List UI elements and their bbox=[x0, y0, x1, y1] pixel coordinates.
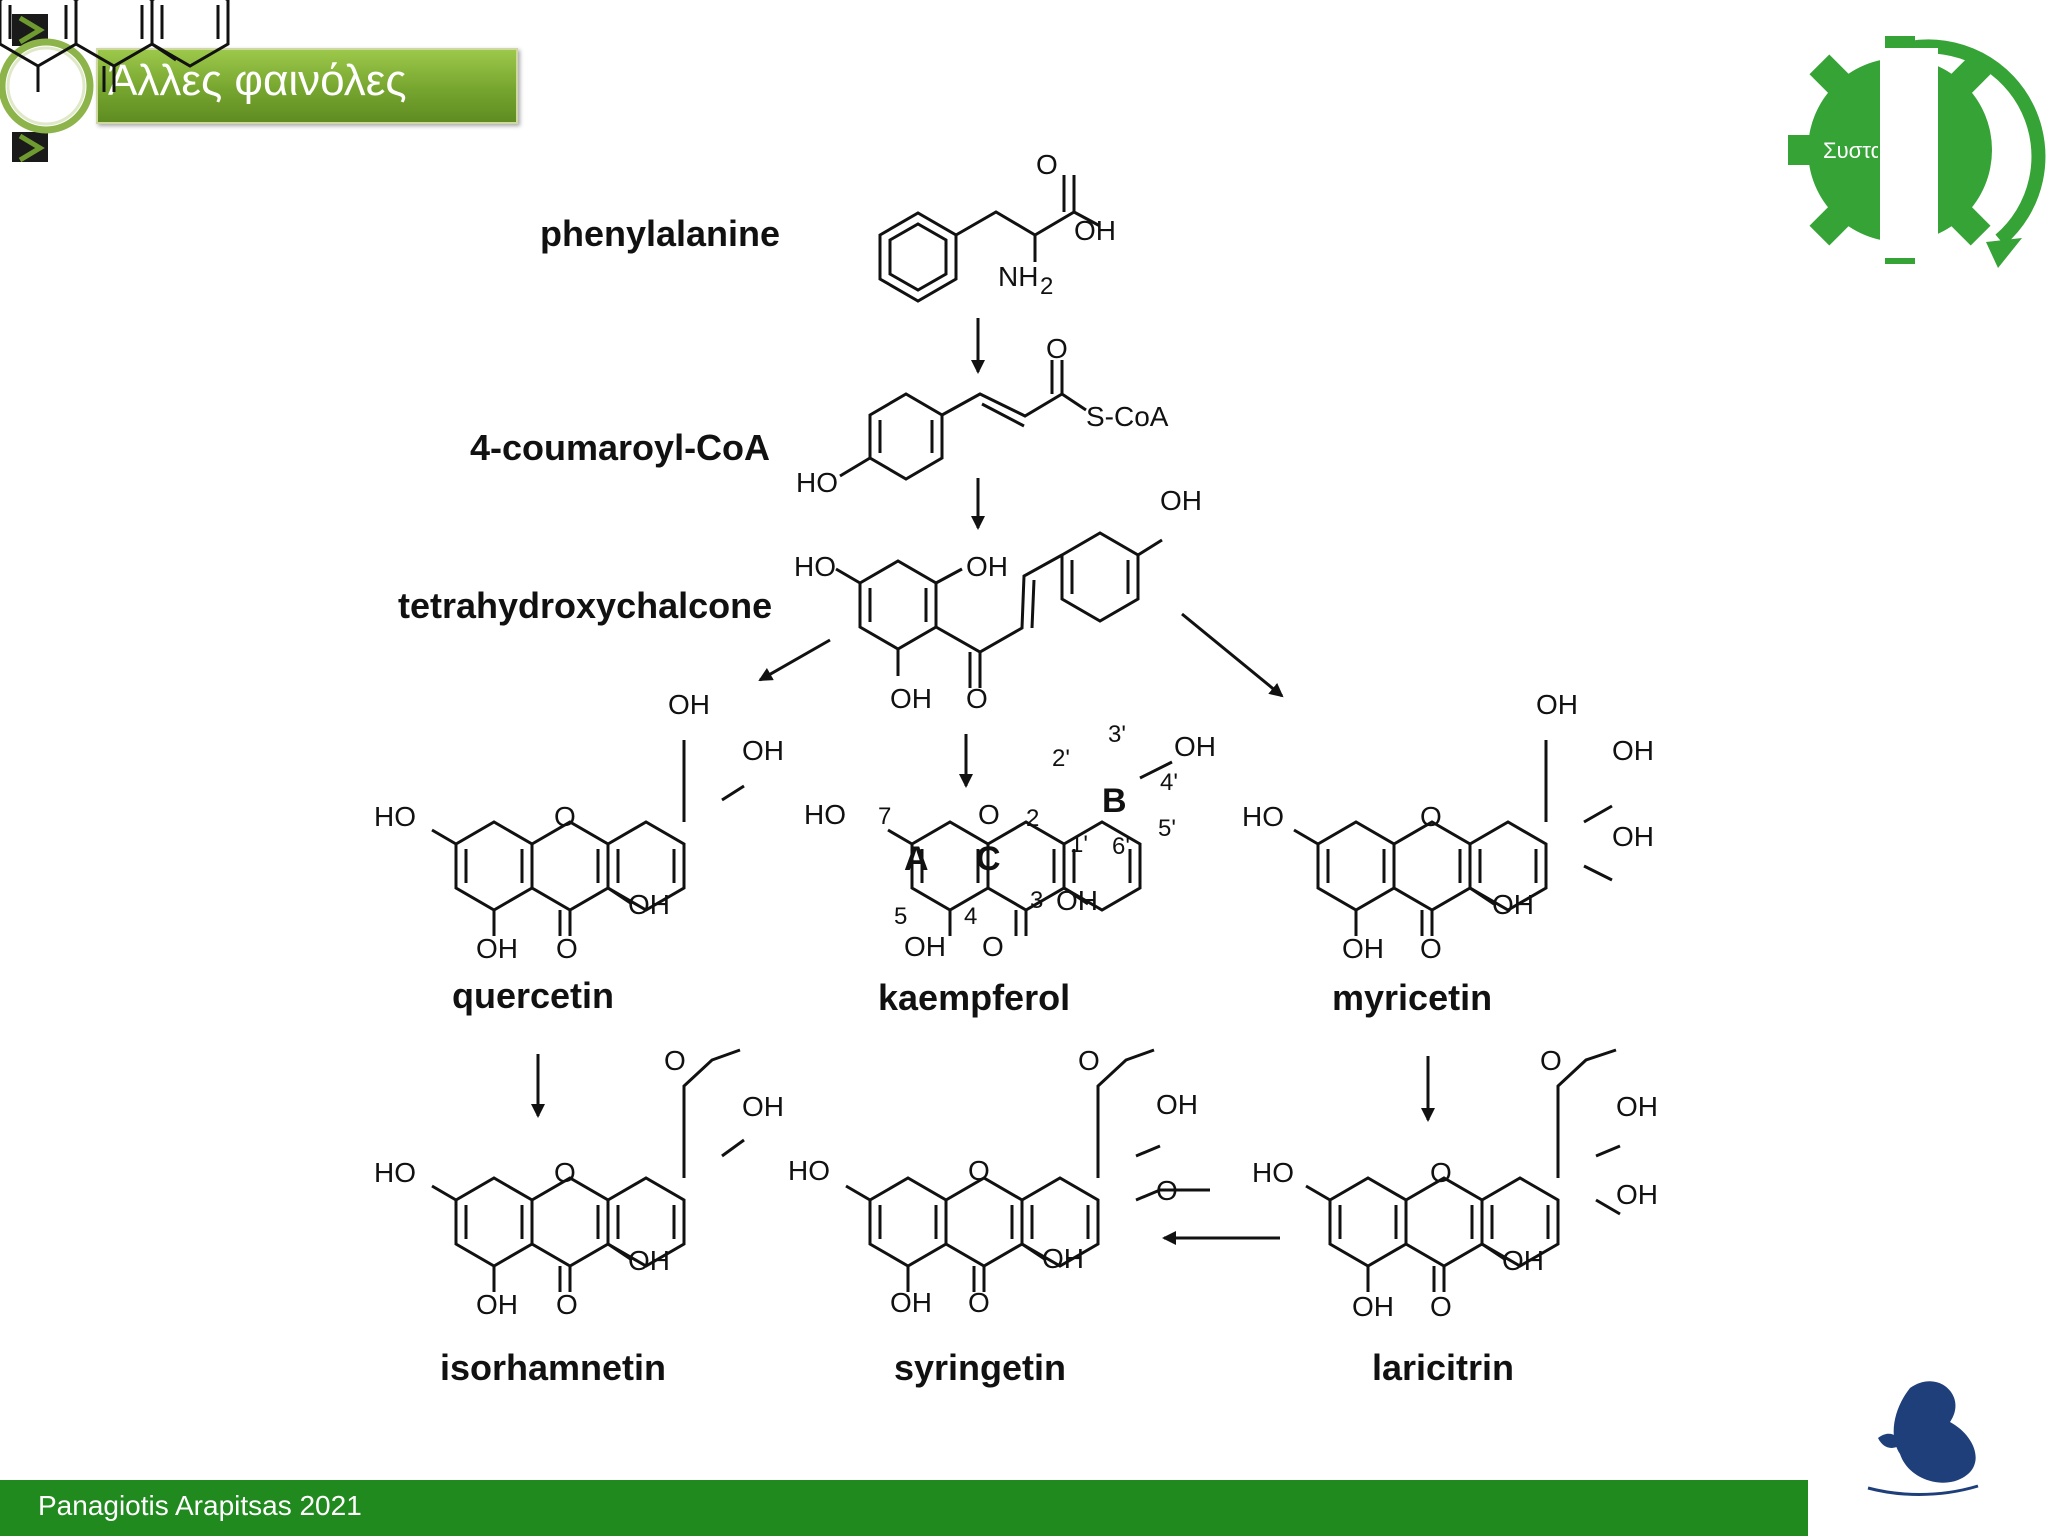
title-bar bbox=[96, 48, 518, 124]
position-6-prime: 6' bbox=[1112, 833, 1130, 860]
atom-oh: OH bbox=[890, 683, 932, 714]
atom-ho: HO bbox=[1242, 801, 1284, 832]
atom-oh: OH bbox=[628, 1245, 670, 1276]
atom-o: O bbox=[982, 931, 1004, 962]
label-laricitrin: laricitrin bbox=[1372, 1347, 1514, 1388]
gear-icon bbox=[1788, 36, 2046, 268]
section-label: Συστα bbox=[1823, 138, 1878, 163]
footer-bar bbox=[0, 1480, 1808, 1536]
atom-ho: HO bbox=[794, 551, 836, 582]
position-7: 7 bbox=[878, 803, 891, 830]
label-phenylalanine: phenylalanine bbox=[540, 213, 780, 254]
atom-oh: OH bbox=[1612, 735, 1654, 766]
university-logo bbox=[1833, 1331, 2027, 1525]
atom-oh: OH bbox=[1160, 485, 1202, 516]
atom-o: O bbox=[968, 1287, 990, 1318]
title-ornament bbox=[12, 14, 48, 163]
atom-oh: OH bbox=[1056, 885, 1098, 916]
ring-c-label: C bbox=[976, 840, 1001, 878]
atom-o: O bbox=[556, 933, 578, 964]
atom-oh: OH bbox=[1042, 1243, 1084, 1274]
atom-o: O bbox=[1540, 1045, 1562, 1076]
atom-o: O bbox=[556, 1289, 578, 1320]
atom-oh: OH bbox=[890, 1287, 932, 1318]
atom-oh: OH bbox=[1612, 821, 1654, 852]
atom-o: O bbox=[1430, 1291, 1452, 1322]
atom-o: O bbox=[1420, 801, 1442, 832]
label-coumaroyl-coa: 4-coumaroyl-CoA bbox=[470, 427, 770, 468]
atom-ho: HO bbox=[374, 1157, 416, 1188]
position-5: 5 bbox=[894, 903, 907, 930]
atom-ho: HO bbox=[796, 467, 838, 498]
position-2-prime: 2' bbox=[1052, 745, 1070, 772]
position-5-prime: 5' bbox=[1158, 815, 1176, 842]
atom-oh: OH bbox=[1342, 933, 1384, 964]
atom-o: O bbox=[1046, 333, 1068, 364]
atom-nh-subscript: 2 bbox=[1040, 273, 1053, 300]
atom-o: O bbox=[1036, 149, 1058, 180]
atom-scoa: S-CoA bbox=[1086, 401, 1169, 432]
label-tetrahydroxychalcone: tetrahydroxychalcone bbox=[398, 585, 772, 626]
atom-ho: HO bbox=[804, 799, 846, 830]
atom-oh: OH bbox=[476, 933, 518, 964]
atom-oh: OH bbox=[1352, 1291, 1394, 1322]
atom-o: O bbox=[664, 1045, 686, 1076]
syringetin-structure bbox=[844, 1176, 1100, 1294]
atom-oh: OH bbox=[476, 1289, 518, 1320]
atom-o: O bbox=[1420, 933, 1442, 964]
atom-oh: OH bbox=[1174, 731, 1216, 762]
ring-b-label: B bbox=[1102, 782, 1127, 820]
flavonoid-pathway-diagram: phenylalanine 4-coumaroyl-CoA tetrahydro… bbox=[0, 0, 1658, 1388]
ring-a-label: A bbox=[904, 840, 929, 878]
atom-o: O bbox=[1078, 1045, 1100, 1076]
label-isorhamnetin: isorhamnetin bbox=[440, 1347, 666, 1388]
atom-oh: OH bbox=[1074, 215, 1116, 246]
title-circle-icon bbox=[0, 38, 94, 134]
atom-o: O bbox=[968, 1155, 990, 1186]
atom-oh: OH bbox=[668, 689, 710, 720]
atom-ho: HO bbox=[788, 1155, 830, 1186]
atom-o: O bbox=[1156, 1175, 1178, 1206]
atom-oh: OH bbox=[1492, 889, 1534, 920]
atom-ho: HO bbox=[374, 801, 416, 832]
label-myricetin: myricetin bbox=[1332, 977, 1492, 1018]
footer-text: Panagiotis Arapitsas 2021 bbox=[38, 1490, 362, 1521]
position-1-prime: 1' bbox=[1070, 831, 1088, 858]
atom-oh: OH bbox=[1502, 1245, 1544, 1276]
atom-o: O bbox=[978, 799, 1000, 830]
position-2: 2 bbox=[1026, 805, 1039, 832]
atom-oh: OH bbox=[1156, 1089, 1198, 1120]
atom-o: O bbox=[554, 1157, 576, 1188]
position-3: 3 bbox=[1030, 887, 1043, 914]
slide-title: Άλλες φαινόλες bbox=[108, 56, 407, 105]
atom-ho: HO bbox=[1252, 1157, 1294, 1188]
atom-oh: OH bbox=[1536, 689, 1578, 720]
atom-oh: OH bbox=[628, 889, 670, 920]
position-4: 4 bbox=[964, 903, 977, 930]
label-syringetin: syringetin bbox=[894, 1347, 1066, 1388]
label-kaempferol: kaempferol bbox=[878, 977, 1070, 1018]
atom-oh: OH bbox=[742, 1091, 784, 1122]
title-block: Άλλες φαινόλες bbox=[0, 12, 520, 163]
atom-o: O bbox=[554, 801, 576, 832]
position-3-prime: 3' bbox=[1108, 721, 1126, 748]
position-4-prime: 4' bbox=[1160, 769, 1178, 796]
atom-nh: NH bbox=[998, 261, 1038, 292]
atom-oh: OH bbox=[742, 735, 784, 766]
atom-o: O bbox=[1430, 1157, 1452, 1188]
atom-oh: OH bbox=[1616, 1179, 1658, 1210]
label-quercetin: quercetin bbox=[452, 975, 614, 1016]
atom-o: O bbox=[966, 683, 988, 714]
atom-oh: OH bbox=[966, 551, 1008, 582]
atom-oh: OH bbox=[904, 931, 946, 962]
atom-oh: OH bbox=[1616, 1091, 1658, 1122]
